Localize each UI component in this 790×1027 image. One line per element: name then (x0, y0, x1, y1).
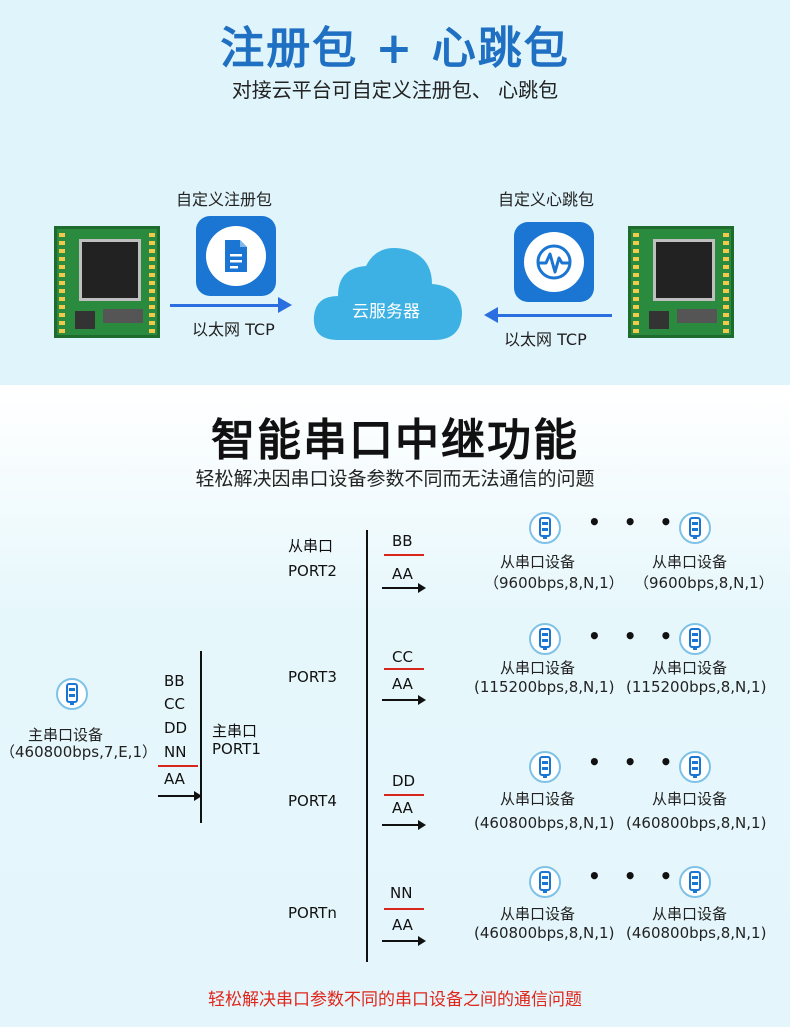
more-dots: • • • (588, 510, 681, 534)
port3-out-arrow (382, 699, 422, 701)
port3-label: PORT3 (288, 668, 337, 686)
master-port-id: PORT1 (212, 740, 261, 758)
master-bus-line (200, 651, 202, 823)
port4-dev-b: 从串口设备 (652, 790, 728, 808)
cloud-server-label: 云服务器 (352, 302, 420, 322)
port2-out-arrow (382, 587, 422, 589)
document-icon (196, 216, 276, 296)
portn-label: PORTn (288, 904, 337, 922)
more-dots: • • • (588, 864, 681, 888)
port2-params-a: （9600bps,8,N,1） (484, 574, 624, 592)
serial-device-icon (56, 678, 88, 710)
port4-label: PORT4 (288, 792, 337, 810)
port4-params-a: (460800bps,8,N,1) (474, 814, 615, 832)
serial-device-icon (529, 512, 561, 544)
arrow-left-icon (484, 307, 498, 323)
port2-label: PORT2 (288, 562, 337, 580)
port2-out-signal: AA (392, 565, 413, 583)
left-module-board (54, 226, 160, 338)
footer-note: 轻松解决串口参数不同的串口设备之间的通信问题 (208, 990, 582, 1010)
port3-params-a: (115200bps,8,N,1) (474, 678, 615, 696)
arrow-right-icon (418, 936, 426, 946)
port3-in-arrow (384, 668, 424, 670)
right-module-board (628, 226, 734, 338)
serial-device-icon (679, 751, 711, 783)
master-signal-cc: CC (164, 695, 185, 713)
arrow-right-icon (418, 820, 426, 830)
master-signal-bb: BB (164, 672, 185, 690)
serial-device-icon (679, 623, 711, 655)
arrow-right-icon (278, 297, 292, 313)
slave-bus-line (366, 530, 368, 962)
left-tcp-arrow (170, 304, 282, 307)
portn-out-arrow (382, 940, 422, 942)
portn-params-a: (460800bps,8,N,1) (474, 924, 615, 942)
serial-device-icon (529, 866, 561, 898)
port4-out-signal: AA (392, 799, 413, 817)
portn-in-signal: NN (390, 884, 413, 902)
portn-in-arrow (384, 908, 424, 910)
port3-dev-a: 从串口设备 (500, 659, 576, 677)
right-tcp-label: 以太网 TCP (504, 330, 587, 349)
portn-dev-b: 从串口设备 (652, 905, 728, 923)
port2-in-arrow (384, 554, 424, 556)
page-title: 注册包 + 心跳包 (220, 23, 570, 74)
port4-dev-a: 从串口设备 (500, 790, 576, 808)
master-device-params: （460800bps,7,E,1） (0, 743, 157, 761)
heartbeat-packet-label: 自定义心跳包 (498, 190, 595, 209)
port3-in-signal: CC (392, 648, 413, 666)
master-signal-nn: NN (164, 743, 187, 761)
port4-params-b: (460800bps,8,N,1) (626, 814, 767, 832)
port4-in-arrow (384, 794, 424, 796)
portn-out-signal: AA (392, 916, 413, 934)
port2-dev-b: 从串口设备 (652, 553, 728, 571)
master-signal-dd: DD (164, 719, 188, 737)
port2-in-signal: BB (392, 532, 413, 550)
relay-title: 智能串口中继功能 (211, 415, 579, 466)
slave-header: 从串口 (288, 537, 334, 555)
section-divider (0, 385, 790, 391)
heartbeat-icon (514, 222, 594, 302)
register-packet-label: 自定义注册包 (176, 190, 273, 209)
left-tcp-label: 以太网 TCP (192, 320, 275, 339)
arrow-right-icon (418, 695, 426, 705)
portn-params-b: (460800bps,8,N,1) (626, 924, 767, 942)
port2-params-b: （9600bps,8,N,1） (634, 574, 774, 592)
arrow-right-icon (418, 583, 426, 593)
arrow-right-icon (194, 791, 202, 801)
right-tcp-arrow (496, 314, 612, 317)
port4-in-signal: DD (392, 772, 416, 790)
port4-out-arrow (382, 824, 422, 826)
master-signal-aa: AA (164, 770, 185, 788)
bottom-panel (0, 391, 790, 1027)
portn-dev-a: 从串口设备 (500, 905, 576, 923)
master-device-name: 主串口设备 (28, 726, 104, 744)
serial-device-icon (529, 751, 561, 783)
serial-device-icon (679, 512, 711, 544)
page-subtitle: 对接云平台可自定义注册包、 心跳包 (231, 78, 559, 102)
master-out-arrow (158, 795, 198, 797)
serial-device-icon (529, 623, 561, 655)
port3-params-b: (115200bps,8,N,1) (626, 678, 767, 696)
cloud-icon (313, 248, 462, 340)
serial-device-icon (679, 866, 711, 898)
relay-subtitle: 轻松解决因串口设备参数不同而无法通信的问题 (195, 468, 595, 490)
port3-dev-b: 从串口设备 (652, 659, 728, 677)
master-in-arrow (158, 765, 198, 767)
more-dots: • • • (588, 624, 681, 648)
master-port-name: 主串口 (212, 722, 258, 740)
port3-out-signal: AA (392, 675, 413, 693)
more-dots: • • • (588, 750, 681, 774)
port2-dev-a: 从串口设备 (500, 553, 576, 571)
